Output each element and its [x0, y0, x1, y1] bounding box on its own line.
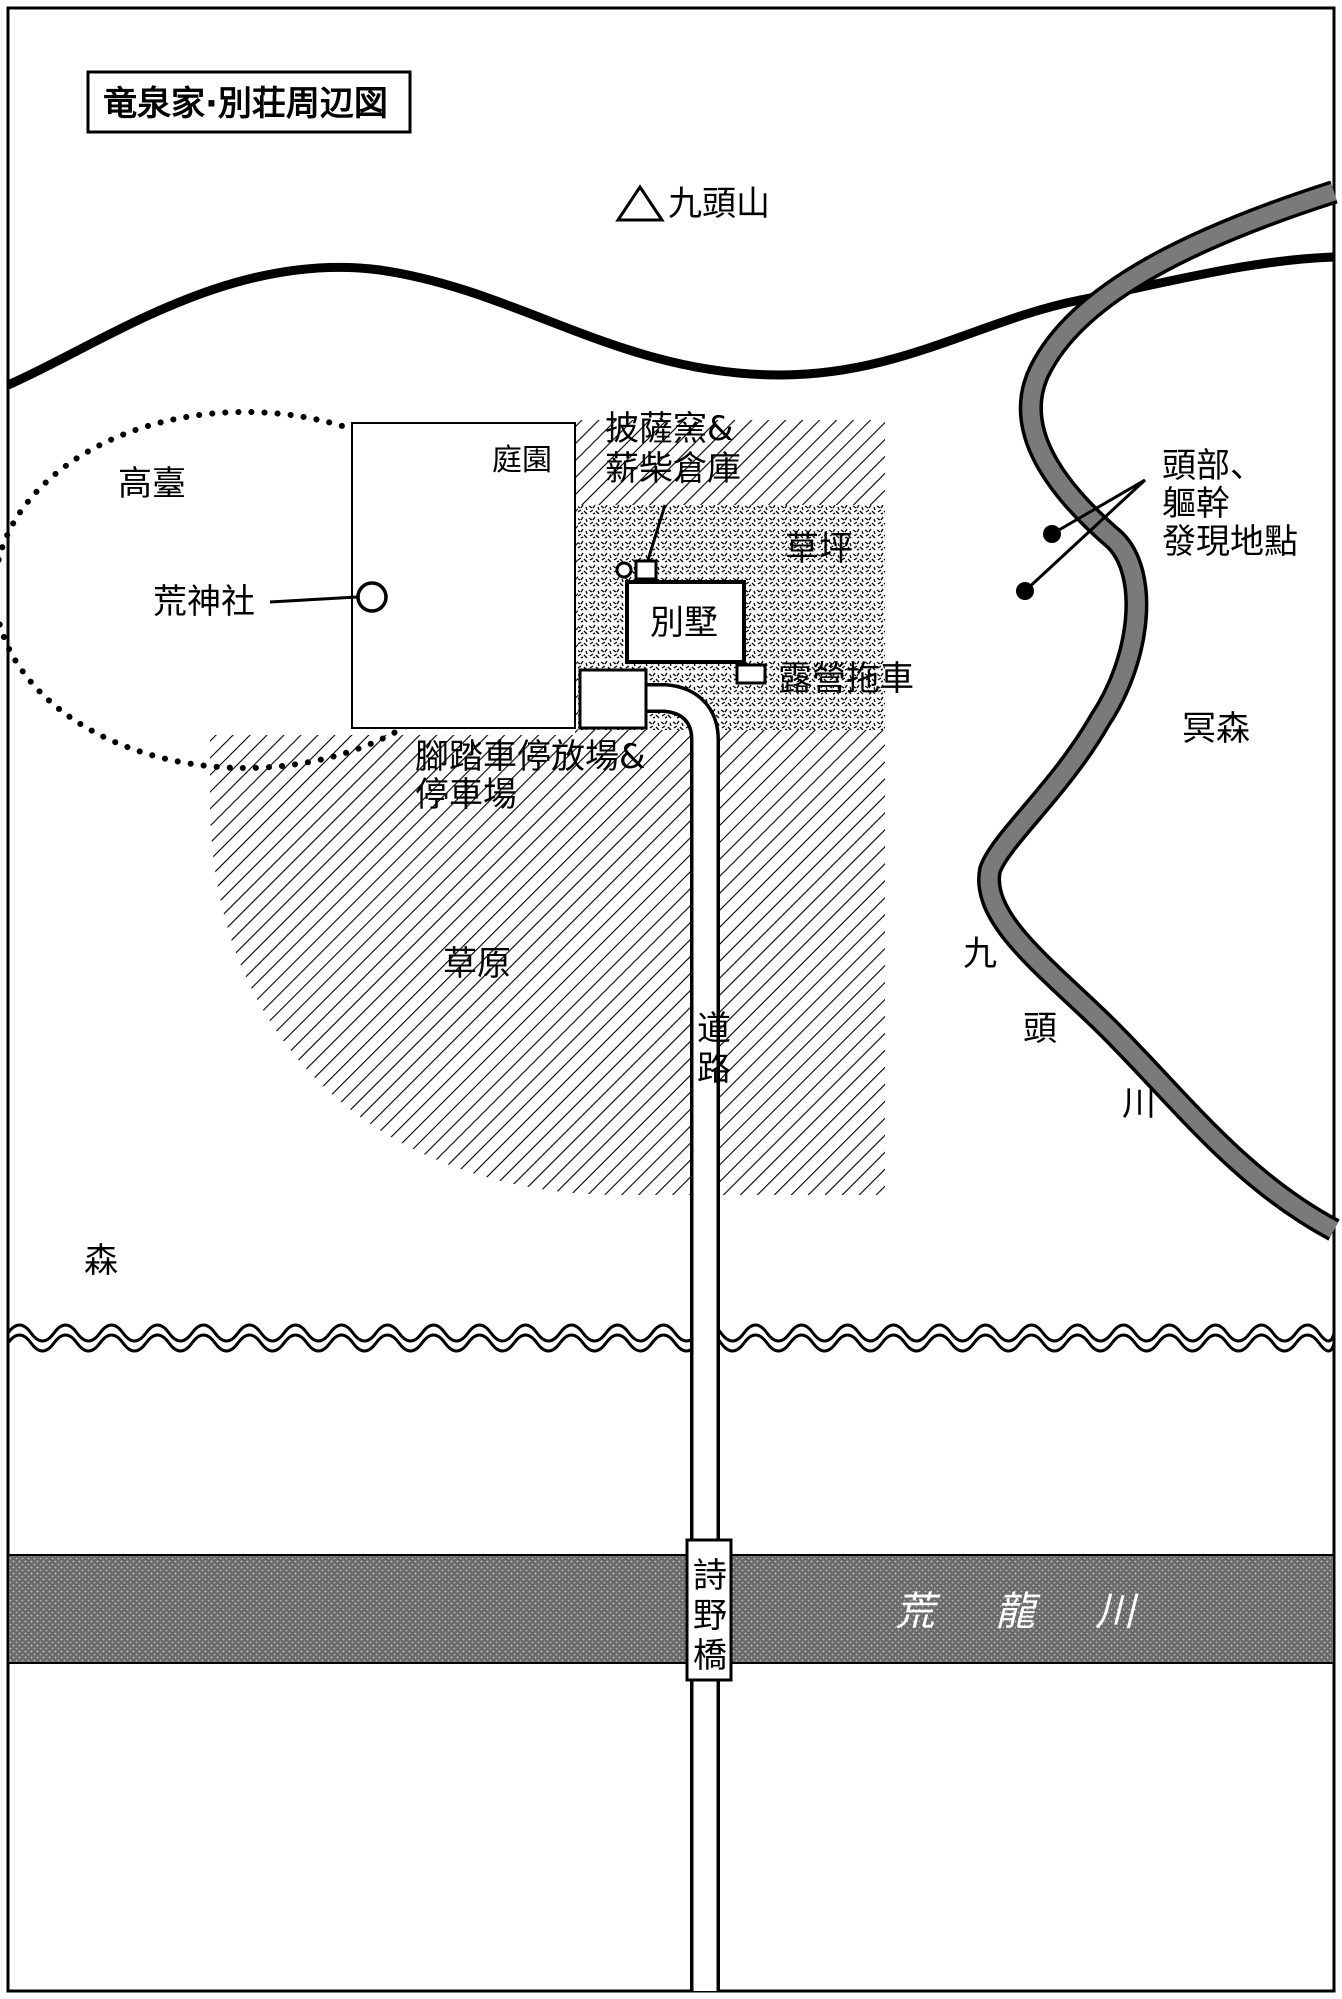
garden-rect: [351, 422, 576, 729]
dark-forest-label: 冥森: [1182, 709, 1250, 749]
shrine-marker: [356, 581, 388, 613]
road-label-2: 路: [697, 1049, 731, 1089]
forest-edge-wave: [6, 1323, 1336, 1343]
road-label-1: 道: [697, 1009, 731, 1049]
villa-label: 別墅: [650, 603, 718, 643]
pizza-kiln-label-2: 薪柴倉庫: [605, 449, 741, 489]
discovery-label-2: 軀幹: [1162, 484, 1230, 524]
forest-edge-wave-inner: [6, 1333, 1336, 1353]
mountain-label: 九頭山: [668, 184, 770, 224]
bridge-label-3: 橋: [693, 1636, 727, 1676]
garden-label: 庭園: [492, 443, 552, 478]
kuzu-river-label-3: 川: [1122, 1084, 1156, 1124]
parking-label-1: 腳踏車停放場&: [415, 737, 646, 777]
araryu-river: [7, 1554, 1335, 1664]
shrine-leader: [269, 595, 358, 604]
discovery-label-3: 發現地點: [1162, 522, 1298, 562]
discovery-leader-1: [1051, 478, 1146, 536]
kuzu-river: [980, 183, 1338, 1238]
bridge: [685, 1538, 733, 1682]
bridge-label-1: 詩: [693, 1556, 727, 1596]
camper: [735, 663, 767, 685]
bridge-label-2: 野: [693, 1596, 727, 1636]
lawn-label: 草坪: [785, 529, 853, 569]
parking-label-2: 停車場: [415, 775, 517, 815]
araryu-river-label-2: 龍: [995, 1589, 1041, 1635]
discovery-leader-2: [1023, 478, 1147, 593]
triangle-icon: [615, 184, 665, 222]
camper-label: 露營拖車: [778, 659, 914, 699]
discovery-label-1: 頭部、: [1162, 446, 1264, 486]
kuzu-river-label-2: 頭: [1023, 1009, 1057, 1049]
villa-building: [625, 580, 746, 664]
forest-label: 森: [84, 1241, 118, 1281]
kuzu-river-label-1: 九: [963, 934, 997, 974]
pizza-kiln: [615, 561, 633, 579]
road: [640, 686, 717, 1991]
plateau-label: 高臺: [118, 464, 186, 504]
pizza-kiln-leader: [646, 504, 667, 561]
shrine-label: 荒神社: [153, 582, 255, 622]
araryu-river-label-3: 川: [1095, 1589, 1139, 1635]
grassland-label: 草原: [443, 944, 511, 984]
pizza-kiln-label-1: 披薩窯&: [605, 409, 734, 449]
wood-shed: [634, 559, 658, 581]
araryu-river-label-1: 荒: [895, 1589, 941, 1635]
map-title: 竜泉家·別荘周辺図: [103, 84, 388, 124]
parking-lot: [578, 668, 648, 730]
title-box: [86, 70, 412, 134]
